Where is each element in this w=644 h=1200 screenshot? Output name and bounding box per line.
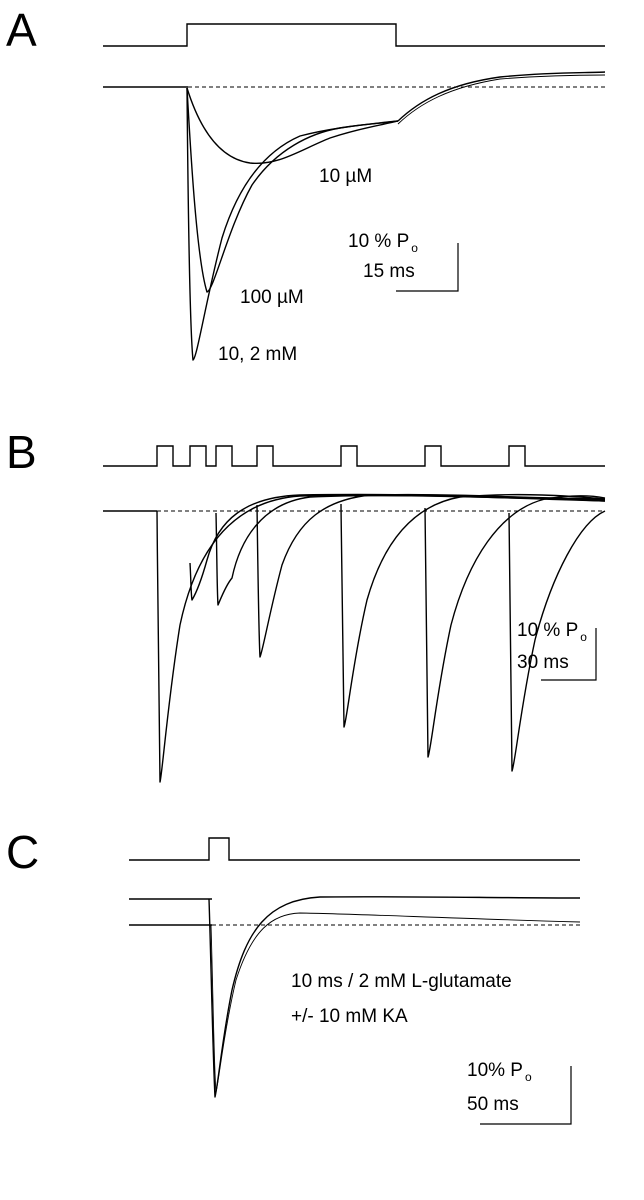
panel-b-trace-3 bbox=[215, 494, 606, 606]
panel-c-scale-bar bbox=[480, 1066, 572, 1125]
panel-c-annotation-line1: 10 ms / 2 mM L-glutamate bbox=[291, 971, 512, 992]
panel-a-label-10uM: 10 µM bbox=[319, 166, 372, 187]
panel-a-trace-recovery-b bbox=[397, 74, 606, 125]
panel-c-stimulus-pulse bbox=[129, 837, 580, 861]
panel-a-scale-time: 15 ms bbox=[363, 261, 415, 282]
panel-c-scale-time: 50 ms bbox=[467, 1094, 519, 1115]
panel-a-label-100uM: 100 µM bbox=[240, 287, 304, 308]
panel-c: C 10 ms / 2 mM L-glutamate +/- 10 mM KA … bbox=[6, 826, 581, 1125]
panel-b-trace-5 bbox=[340, 493, 606, 728]
panel-b-scale-bar bbox=[541, 628, 597, 681]
panel-a-trace-recovery bbox=[397, 71, 606, 122]
panel-a-label-10-2mM: 10, 2 mM bbox=[218, 344, 297, 365]
panel-c-trace-glutamate bbox=[208, 896, 581, 1098]
panel-a-stimulus-pulse bbox=[103, 23, 605, 47]
panel-c-letter: C bbox=[6, 826, 39, 878]
panel-a-trace-10uM bbox=[186, 87, 399, 165]
panel-a-scale-bar bbox=[396, 243, 459, 292]
panel-c-annotation-line2: +/- 10 mM KA bbox=[291, 1006, 408, 1027]
panel-b-trace-6 bbox=[424, 495, 606, 758]
panel-b-letter: B bbox=[6, 426, 37, 478]
panel-b-stimulus-pulses bbox=[103, 445, 605, 467]
panel-a-trace-10-2mM bbox=[186, 87, 399, 361]
panel-a-letter: A bbox=[6, 4, 37, 56]
panel-b-trace-2 bbox=[189, 493, 606, 601]
panel-c-trace-glutamate-ka bbox=[210, 912, 581, 1093]
panel-b-trace-7 bbox=[508, 510, 606, 772]
panel-b-scale-time: 30 ms bbox=[517, 652, 569, 673]
